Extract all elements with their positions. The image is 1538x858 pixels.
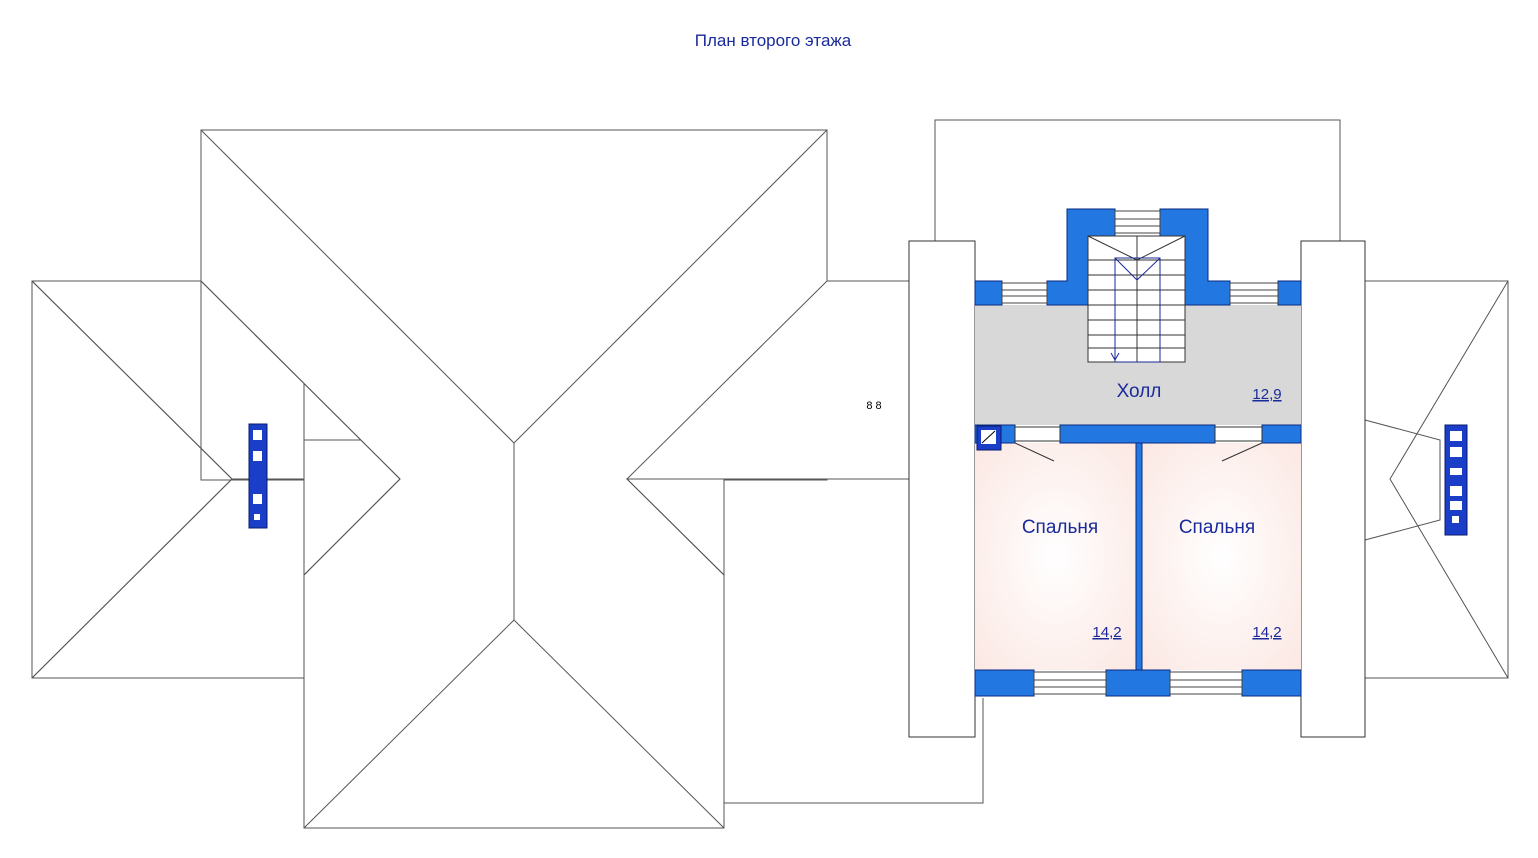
room-name-bedroom-1: Спальня bbox=[1022, 517, 1098, 538]
staircase bbox=[1087, 235, 1186, 363]
chimney-left bbox=[248, 423, 268, 529]
room-area-bedroom-2: 14,2 bbox=[1252, 624, 1281, 641]
gable-wall-left bbox=[908, 240, 976, 738]
right-roof bbox=[934, 119, 1509, 679]
note-marker: 8 8 bbox=[866, 400, 881, 412]
plan-title: План второго этажа bbox=[695, 31, 852, 50]
windows bbox=[1001, 210, 1279, 695]
vent-shaft bbox=[976, 425, 1002, 451]
room-name-hall: Холл bbox=[1117, 381, 1162, 402]
room-bedroom-1 bbox=[975, 443, 1136, 670]
gable-wall-right bbox=[1300, 240, 1366, 738]
chimney-right bbox=[1444, 424, 1468, 536]
walls bbox=[974, 208, 1302, 697]
room-bedroom-2 bbox=[1142, 443, 1301, 670]
room-area-hall: 12,9 bbox=[1252, 386, 1281, 403]
room-area-bedroom-1: 14,2 bbox=[1092, 624, 1121, 641]
doors bbox=[1014, 426, 1263, 462]
room-name-bedroom-2: Спальня bbox=[1179, 517, 1255, 538]
left-roof bbox=[31, 129, 984, 829]
